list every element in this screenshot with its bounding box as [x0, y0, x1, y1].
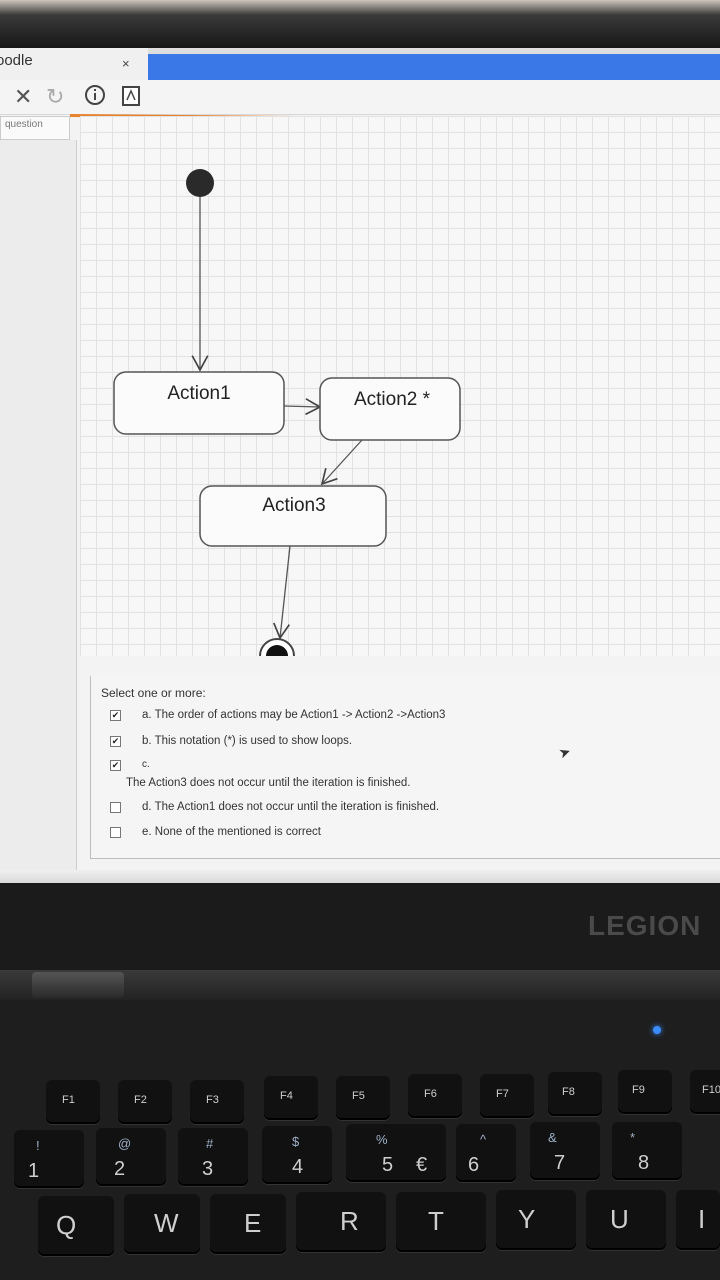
key-f10[interactable]: F10	[690, 1070, 720, 1114]
key-t[interactable]: T	[396, 1192, 486, 1252]
key-8[interactable]: *8	[612, 1122, 682, 1180]
action1-node	[113, 371, 285, 435]
power-led-icon	[653, 1026, 661, 1034]
screen-bottom-edge	[0, 870, 720, 883]
action2-label: Action2 *	[354, 389, 431, 410]
laptop-screen: oodle × ✕ ↻ question	[0, 48, 720, 883]
action2-node	[319, 377, 461, 441]
key-r[interactable]: R	[296, 1192, 386, 1252]
transition-action3-end	[273, 545, 291, 640]
key-f9[interactable]: F9	[618, 1070, 672, 1114]
initial-node	[186, 169, 214, 197]
transition-action1-action2	[283, 398, 322, 416]
question-box: Select one or more: ✔ a. The order of ac…	[90, 676, 720, 859]
info-icon[interactable]	[84, 84, 106, 112]
option-d-label[interactable]: d. The Action1 does not occur until the …	[142, 801, 440, 813]
laptop-top-bezel	[0, 0, 720, 50]
key-f7[interactable]: F7	[480, 1074, 534, 1118]
action3-label: Action3	[262, 495, 325, 516]
option-b-label[interactable]: b. This notation (*) is used to show loo…	[142, 735, 353, 747]
key-f6[interactable]: F6	[408, 1074, 462, 1118]
option-b-checkbox[interactable]: ✔	[110, 736, 121, 747]
key-e[interactable]: E	[210, 1194, 286, 1254]
hinge-cap	[32, 972, 124, 998]
option-c-label[interactable]: c.	[142, 759, 150, 770]
key-1[interactable]: !1	[14, 1130, 84, 1188]
option-a-checkbox[interactable]: ✔	[110, 710, 121, 721]
tab-close-icon[interactable]: ×	[122, 56, 130, 71]
key-2[interactable]: @2	[96, 1128, 166, 1186]
option-d-checkbox[interactable]	[110, 802, 121, 813]
option-c-checkbox[interactable]: ✔	[110, 760, 121, 771]
uml-activity-diagram: Action1 Action2 * Action3	[80, 116, 720, 674]
pdf-icon[interactable]	[122, 86, 140, 112]
key-u[interactable]: U	[586, 1190, 666, 1250]
key-f4[interactable]: F4	[264, 1076, 318, 1120]
key-i[interactable]: I	[676, 1190, 720, 1250]
question-tag: question	[0, 116, 70, 140]
key-y[interactable]: Y	[496, 1190, 576, 1250]
action3-node	[199, 485, 387, 547]
key-f3[interactable]: F3	[190, 1080, 244, 1124]
option-e-checkbox[interactable]	[110, 827, 121, 838]
key-7[interactable]: &7	[530, 1122, 600, 1180]
key-f5[interactable]: F5	[336, 1076, 390, 1120]
refresh-icon[interactable]: ↻	[46, 84, 65, 109]
close-icon[interactable]: ✕	[14, 84, 33, 109]
key-3[interactable]: #3	[178, 1128, 248, 1186]
key-4[interactable]: $4	[262, 1126, 332, 1184]
option-a-label[interactable]: a. The order of actions may be Action1 -…	[142, 709, 446, 721]
tab-title: oodle	[0, 52, 33, 69]
browser-tab[interactable]: oodle ×	[0, 48, 148, 80]
brand-logo: LEGION	[588, 910, 702, 941]
key-w[interactable]: W	[124, 1194, 200, 1254]
key-q[interactable]: Q	[38, 1196, 114, 1256]
key-f8[interactable]: F8	[548, 1072, 602, 1116]
transition-action2-action3	[320, 439, 363, 486]
left-margin-panel	[0, 140, 77, 883]
option-c-text[interactable]: The Action3 does not occur until the ite…	[126, 777, 411, 789]
laptop-lower-bezel	[0, 883, 720, 973]
browser-tab-strip: oodle ×	[0, 48, 720, 80]
tab-strip-background	[148, 54, 720, 80]
key-f2[interactable]: F2	[118, 1080, 172, 1124]
option-e-label[interactable]: e. None of the mentioned is correct	[142, 826, 321, 838]
action1-label: Action1	[167, 383, 230, 404]
diagram-canvas: Action1 Action2 * Action3	[113, 169, 461, 674]
key-6[interactable]: ^6	[456, 1124, 516, 1182]
key-5[interactable]: %5€	[346, 1124, 446, 1182]
key-f1[interactable]: F1	[46, 1080, 100, 1124]
browser-toolbar: ✕ ↻	[0, 80, 720, 115]
question-prompt: Select one or more:	[101, 686, 206, 700]
